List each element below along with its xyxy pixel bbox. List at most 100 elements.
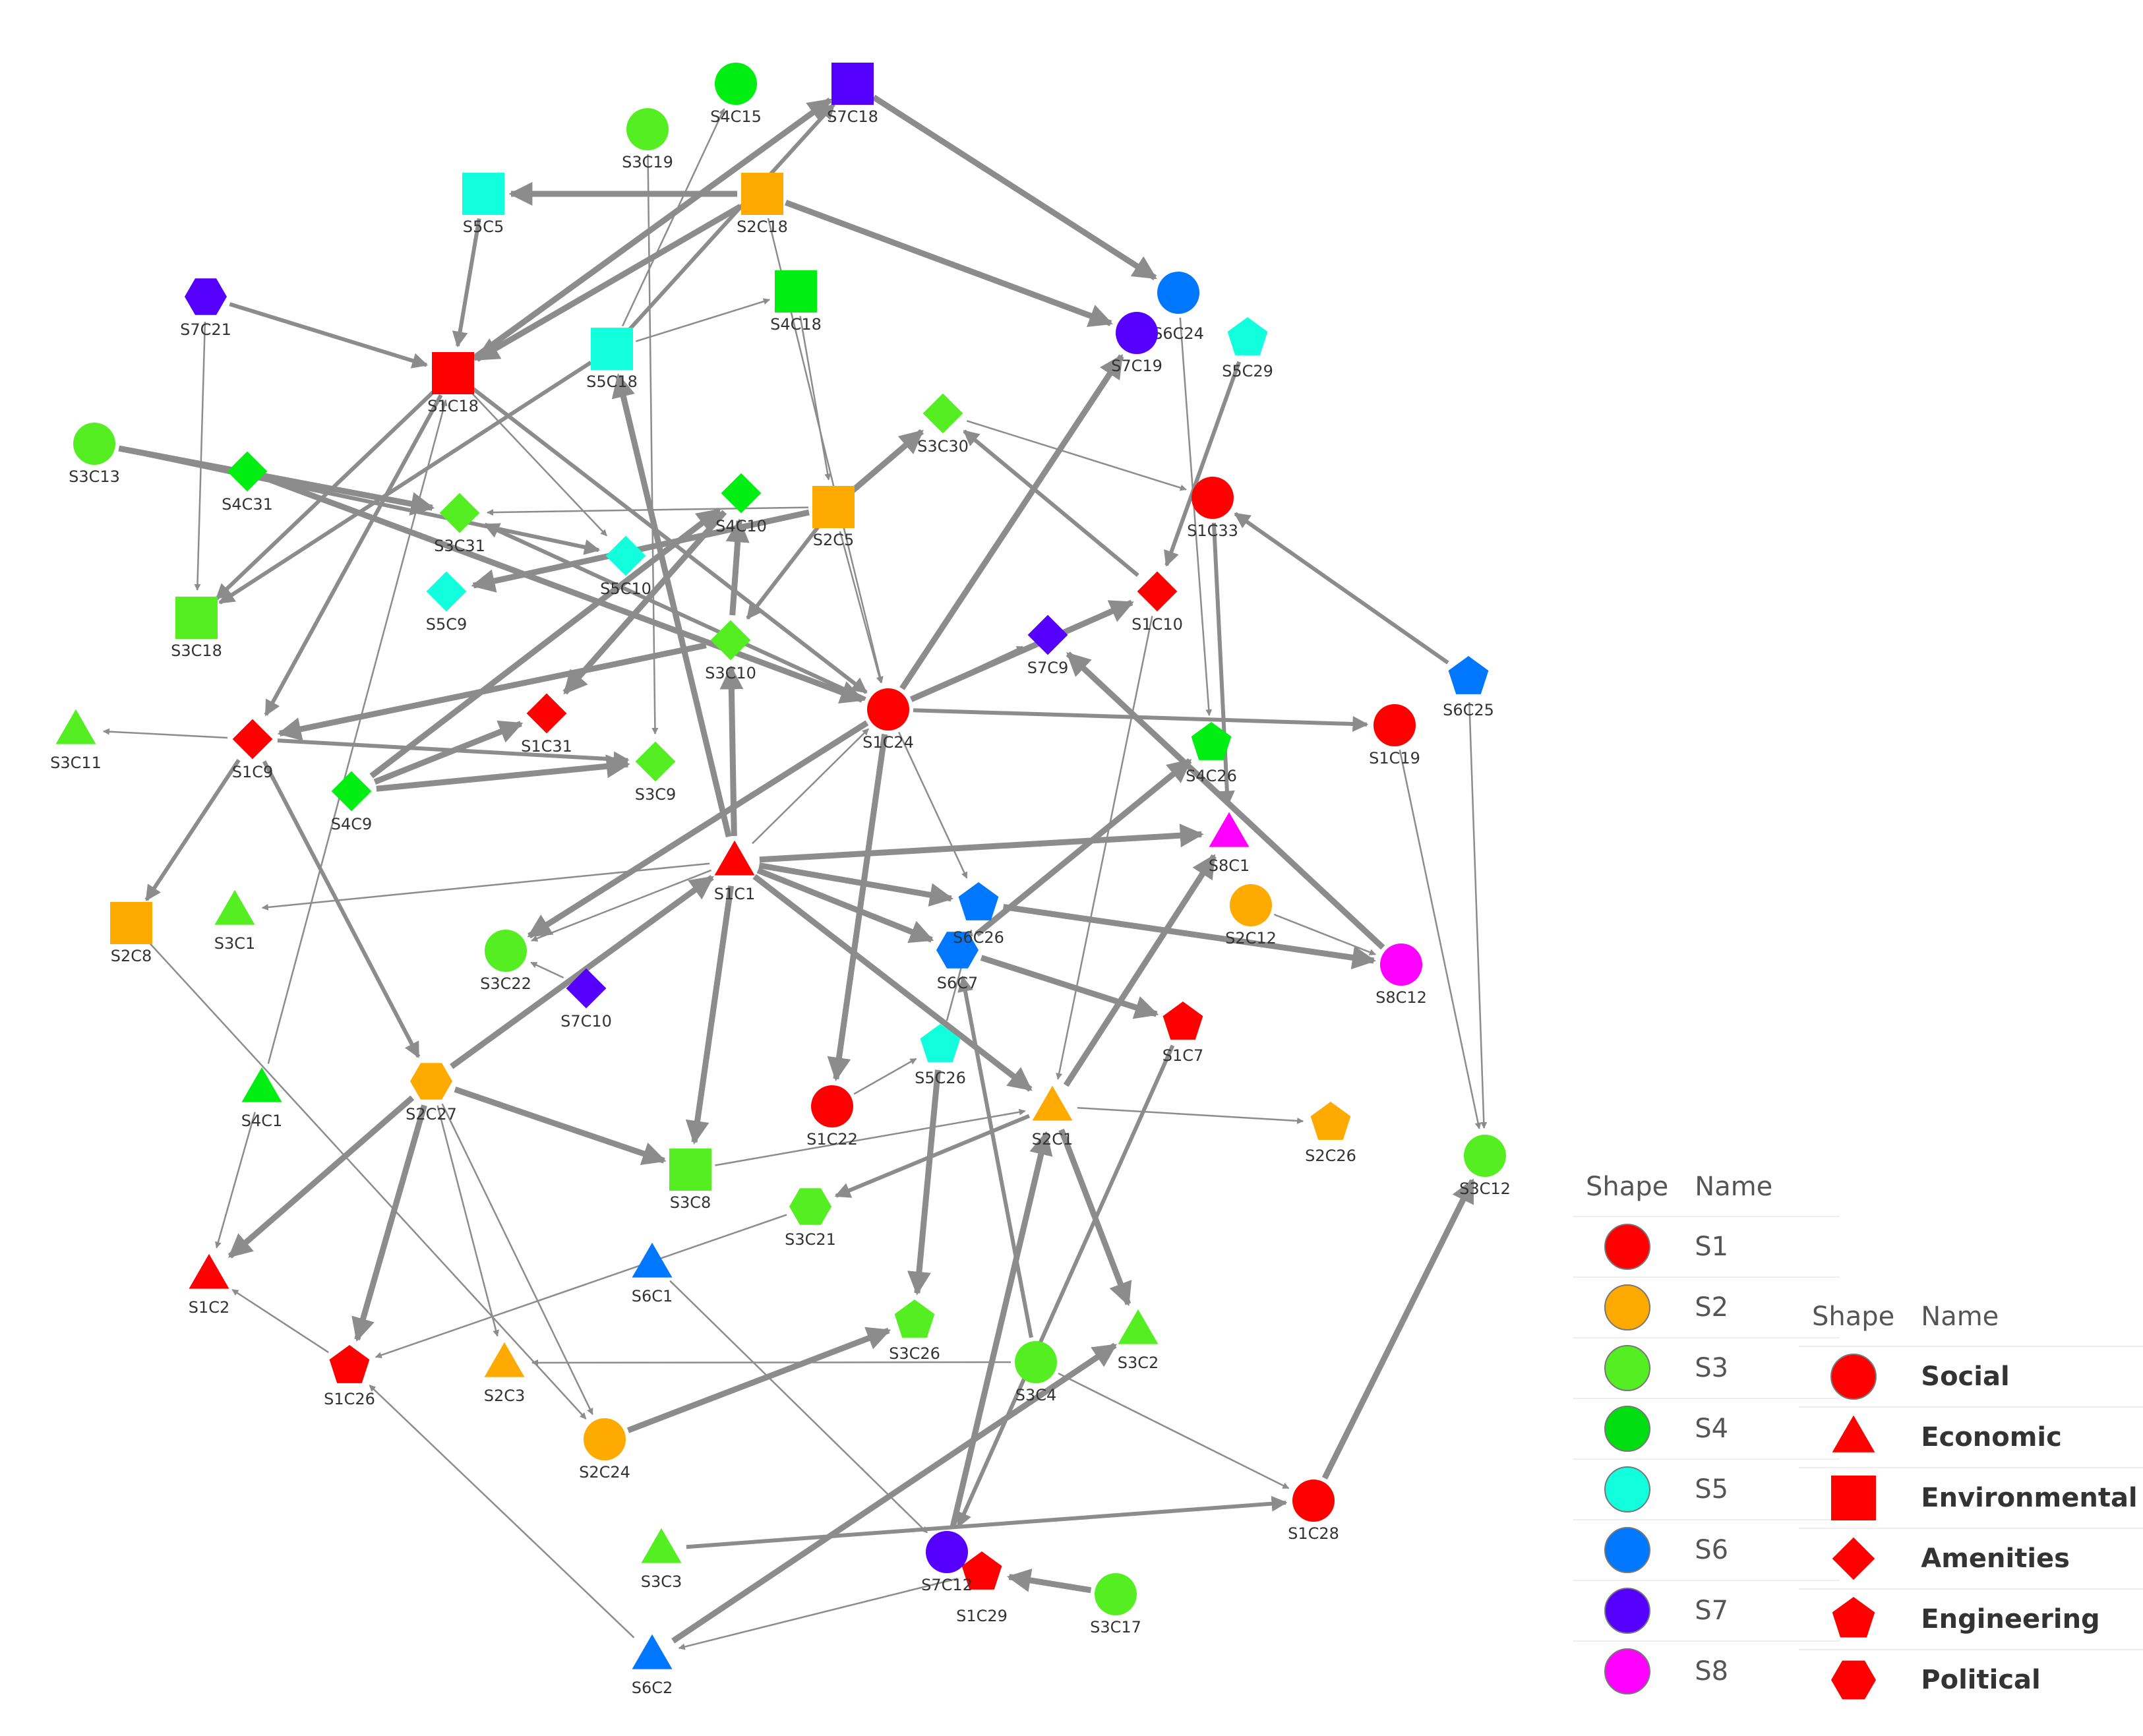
node-shape-S2C24 (584, 1418, 626, 1460)
edge-S7C18-S6C24 (872, 94, 1157, 281)
node-shape-S1C10 (1137, 571, 1178, 612)
legend-type-row: Social (1799, 1346, 2143, 1407)
edge-S4C1-S1C18 (267, 399, 448, 1064)
edge-S7C10-S3C22 (530, 961, 564, 979)
edge-S2C27-S2C3 (437, 1105, 499, 1337)
node-label-S3C21: S3C21 (785, 1230, 836, 1249)
legend-type-swatch-triangle (1832, 1415, 1875, 1452)
node-label-S3C30: S3C30 (917, 437, 969, 456)
legend-type-label-engineering: Engineering (1908, 1588, 2143, 1650)
edge-S1C26-S1C2 (231, 1288, 329, 1354)
legend-groups-header-name: Name (1695, 1172, 1773, 1202)
node-label-S4C9: S4C9 (331, 815, 373, 833)
node-shape-S7C10 (566, 968, 607, 1009)
legend-type-row: Environmental (1799, 1467, 2143, 1528)
node-S2C5: S2C5 (812, 486, 855, 549)
legend-type-row: Political (1799, 1649, 2143, 1710)
edge-S3C19-S3C9 (647, 154, 659, 734)
edge-S1C1-S3C8 (685, 885, 735, 1145)
legend-type-label-economic: Economic (1908, 1406, 2143, 1468)
node-shape-S1C26 (329, 1345, 370, 1383)
edge-S1C24-S7C19 (899, 353, 1124, 690)
legend-groups-header-shape: Shape (1586, 1172, 1669, 1202)
nodes-layer: S1C1S1C2S1C7S1C9S1C10S1C18S1C19S1C22S1C2… (50, 63, 1511, 1697)
node-shape-S3C31 (439, 493, 480, 533)
node-label-S5C29: S5C29 (1222, 362, 1273, 380)
legend-group-row: S6 (1573, 1519, 1840, 1580)
node-shape-S3C30 (922, 393, 963, 434)
node-label-S6C1: S6C1 (632, 1287, 673, 1305)
node-S3C8: S3C8 (669, 1149, 711, 1212)
node-shape-S3C17 (1095, 1573, 1137, 1615)
node-S3C26: S3C26 (889, 1300, 940, 1363)
node-label-S3C13: S3C13 (69, 467, 120, 486)
edge-S1C24-S6C26 (897, 731, 968, 879)
node-shape-S3C1 (214, 889, 255, 925)
edge-S3C3-S1C28 (686, 1495, 1288, 1549)
edge-S1C33-S8C1 (1211, 522, 1235, 807)
node-S5C9: S5C9 (426, 571, 467, 634)
node-shape-S3C12 (1464, 1135, 1506, 1177)
node-S1C18: S1C18 (427, 352, 479, 415)
edge-S2C27-S3C8 (454, 1087, 667, 1165)
node-S4C1: S4C1 (241, 1067, 282, 1130)
node-label-S1C7: S1C7 (1162, 1046, 1204, 1065)
edge-S2C27-S1C2 (227, 1095, 415, 1259)
edge-S3C13-S5C10 (118, 446, 601, 555)
edge-S6C26-S8C12 (1002, 904, 1376, 970)
legend-type-swatch-pentagon (1832, 1597, 1875, 1638)
node-S7C10: S7C10 (560, 968, 612, 1031)
edge-S6C24-S4C26 (1179, 317, 1213, 717)
edge-S4C1-S1C2 (215, 1112, 256, 1249)
edge-S1C1-S1C24 (752, 728, 869, 845)
node-shape-S5C9 (426, 571, 467, 612)
node-label-S1C33: S1C33 (1187, 522, 1238, 540)
node-S6C26: S6C26 (953, 882, 1004, 947)
edge-S6C7-S1C7 (980, 955, 1159, 1019)
node-shape-S1C18 (432, 352, 474, 394)
node-S3C18: S3C18 (171, 597, 222, 660)
node-S2C27: S2C27 (406, 1063, 457, 1123)
edge-S7C21-S3C18 (194, 321, 206, 591)
node-S2C12: S2C12 (1225, 884, 1277, 947)
node-shape-S5C26 (920, 1024, 961, 1062)
edge-S1C1-S3C22 (531, 869, 712, 942)
node-S2C1: S2C1 (1032, 1085, 1073, 1149)
edge-S1C18-S5C10 (469, 390, 608, 537)
node-label-S1C24: S1C24 (862, 733, 914, 752)
node-shape-S6C26 (958, 882, 999, 920)
legend-type-label-environmental: Environmental (1908, 1467, 2143, 1528)
edge-S3C4-S1C28 (1058, 1372, 1290, 1489)
node-S1C10: S1C10 (1132, 571, 1183, 634)
node-label-S1C31: S1C31 (521, 737, 572, 756)
node-shape-S4C10 (721, 473, 762, 514)
node-shape-S3C19 (626, 108, 669, 150)
node-shape-S3C21 (789, 1188, 831, 1225)
edge-S1C22-S5C26 (853, 1058, 917, 1095)
edge-S5C18-S4C15 (621, 108, 725, 327)
node-shape-S1C28 (1292, 1480, 1335, 1522)
node-shape-S8C12 (1380, 943, 1422, 986)
edge-S5C18-S4C18 (635, 298, 770, 342)
node-label-S3C19: S3C19 (622, 153, 673, 171)
edges-layer (102, 94, 1488, 1650)
node-shape-S6C25 (1448, 656, 1489, 694)
node-S5C18: S5C18 (586, 328, 638, 391)
node-S3C3: S3C3 (641, 1528, 682, 1591)
node-S2C3: S2C3 (484, 1342, 525, 1405)
node-shape-S2C12 (1230, 884, 1272, 926)
node-label-S6C25: S6C25 (1443, 701, 1494, 719)
node-S2C18: S2C18 (737, 173, 788, 236)
edge-S3C30-S1C33 (966, 420, 1187, 491)
node-S5C26: S5C26 (915, 1024, 966, 1087)
node-shape-S1C31 (526, 693, 567, 734)
node-label-S8C12: S8C12 (1375, 988, 1427, 1007)
edge-S1C9-S3C9 (277, 738, 630, 767)
node-label-S4C10: S4C10 (715, 517, 767, 535)
node-S1C19: S1C19 (1369, 704, 1420, 767)
legend-types-header-shape: Shape (1812, 1302, 1895, 1332)
node-label-S3C18: S3C18 (171, 642, 222, 660)
edge-S2C5-S1C24 (839, 531, 883, 684)
node-shape-S1C33 (1192, 477, 1234, 519)
node-label-S3C2: S3C2 (1118, 1354, 1159, 1372)
